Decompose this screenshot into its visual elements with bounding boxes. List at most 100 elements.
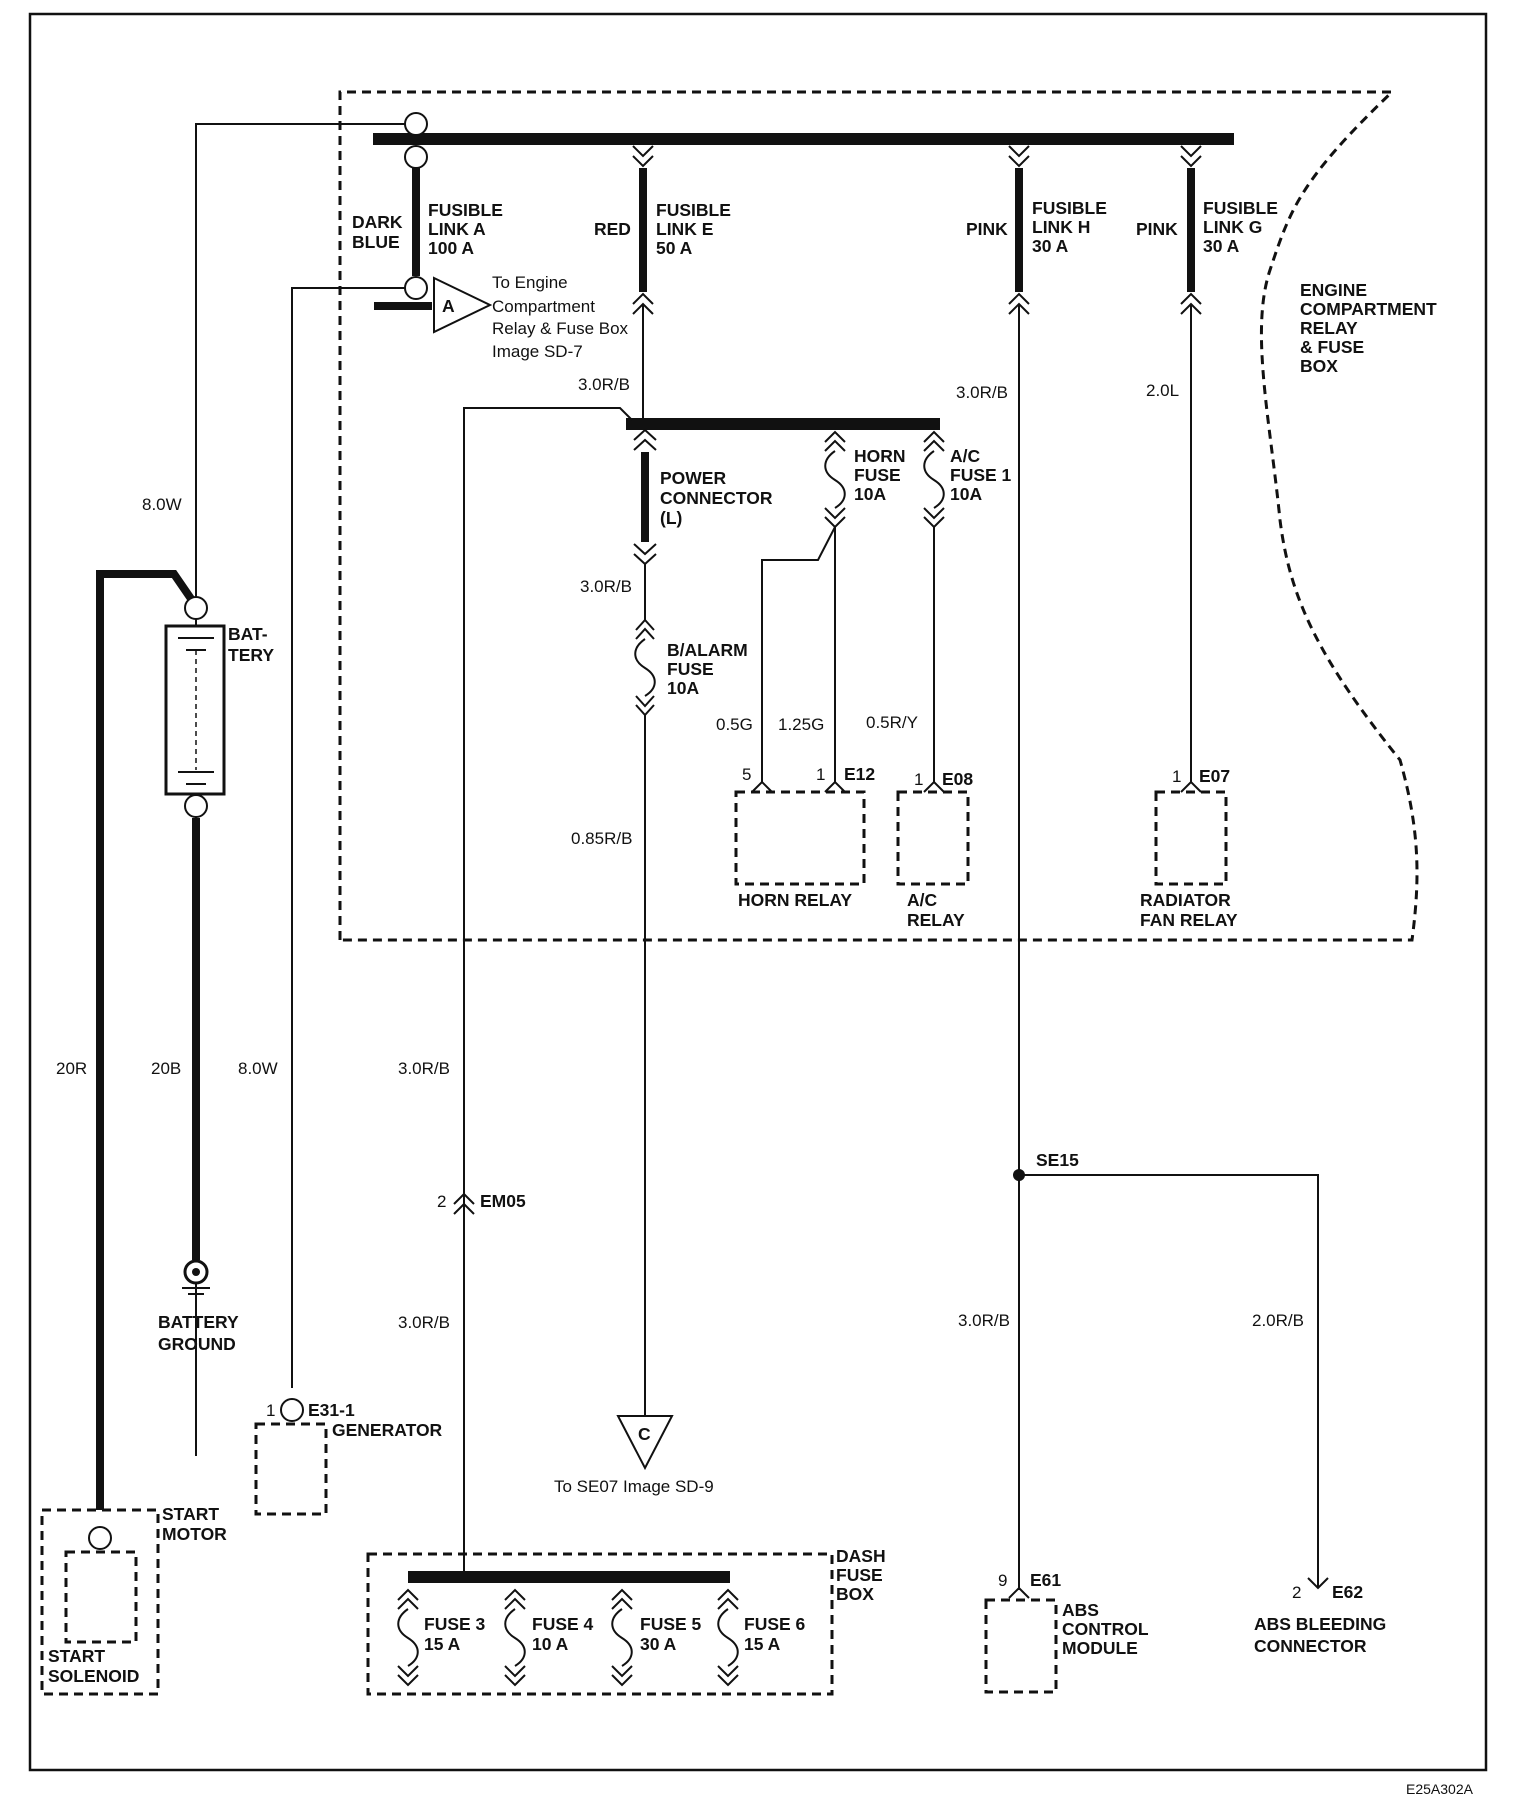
e62-connector (1307, 1577, 1329, 1590)
link-h-top-chevron (1008, 145, 1030, 158)
wire-05g-label: 0.5G (716, 715, 753, 734)
dash-fuse-box-outline (366, 1552, 834, 1696)
wire-30rb-lower-label: 3.0R/B (398, 1313, 450, 1332)
fuse4-label-2: 10 A (532, 1634, 569, 1654)
fusible-link-g-label-2: LINK G (1203, 217, 1262, 237)
conn-e08-label: E08 (942, 769, 973, 789)
red-label: RED (594, 219, 631, 239)
fusible-link-a-top-terminal (404, 145, 428, 169)
ac-relay-box (896, 790, 970, 886)
fuse6-label-1: FUSE 6 (744, 1614, 806, 1634)
fusible-link-a-bottom-terminal (404, 276, 428, 300)
fusible-link-e-label-1: FUSIBLE (656, 200, 731, 220)
conn-e62-label: E62 (1332, 1582, 1363, 1602)
link-g-top-chevron (1180, 145, 1202, 158)
em05-connector (453, 1202, 475, 1215)
wire-20rb-label: 2.0R/B (1252, 1311, 1304, 1330)
link-e-top-chevron (632, 145, 654, 158)
wire-20r-start-motor (96, 570, 200, 1510)
dark-blue-label-1: DARK (352, 212, 403, 232)
wire-085rb-label: 0.85R/B (571, 829, 632, 848)
battery-ground-label-1: BATTERY (158, 1312, 239, 1332)
link-e-bottom-chevron (632, 292, 654, 305)
abs-control-module-label-2: CONTROL (1062, 1619, 1149, 1639)
horn-fuse-label-1: HORN (854, 446, 906, 466)
abs-control-module-label-3: MODULE (1062, 1638, 1138, 1658)
engine-box-title-3: RELAY (1300, 318, 1358, 338)
fusible-link-h-label-2: LINK H (1032, 217, 1090, 237)
engine-box-title-1: ENGINE (1300, 280, 1367, 300)
connector-a-letter: A (442, 296, 455, 316)
fusible-link-a-label-1: FUSIBLE (428, 200, 503, 220)
e61-connector (1008, 1586, 1030, 1599)
start-solenoid-label-2: SOLENOID (48, 1666, 139, 1686)
dark-blue-label-2: BLUE (352, 232, 400, 252)
se15-label: SE15 (1036, 1150, 1079, 1170)
bus-input-terminal (404, 112, 428, 136)
to-se07-label: To SE07 Image SD-9 (554, 1477, 714, 1496)
wire-30rb-left-label: 3.0R/B (578, 375, 630, 394)
fuse6-label-2: 15 A (744, 1634, 781, 1654)
dash-fuse-box-label-1: DASH (836, 1546, 886, 1566)
conn-e07-label: E07 (1199, 766, 1230, 786)
battery-box (164, 624, 226, 796)
ac-fuse-label-2: FUSE 1 (950, 465, 1012, 485)
radiator-fan-relay-label-2: FAN RELAY (1140, 910, 1238, 930)
engine-box-title-5: BOX (1300, 356, 1338, 376)
to-engine-note-2: Compartment (492, 297, 595, 316)
fusible-link-g-label-3: 30 A (1203, 236, 1240, 256)
ac-fuse (923, 450, 945, 509)
conn-e31-label: E31-1 (308, 1400, 355, 1420)
radiator-fan-relay-label-1: RADIATOR (1140, 890, 1231, 910)
balarm-fuse-label-1: B/ALARM (667, 640, 748, 660)
connector-a-triangle (433, 276, 493, 334)
pin-1-e31-label: 1 (266, 1401, 275, 1420)
dash-fuse-box-label-2: FUSE (836, 1565, 883, 1585)
generator-terminal (280, 1398, 304, 1422)
horn-fuse (824, 450, 846, 509)
abs-bleeding-connector-label-1: ABS BLEEDING (1254, 1614, 1386, 1634)
pin-1-e07-label: 1 (1172, 767, 1181, 786)
pin-1-e08-label: 1 (914, 770, 923, 789)
wire-30rb-dash-fuse-box (463, 407, 633, 1573)
pin-2-e62-label: 2 (1292, 1583, 1301, 1602)
fusible-link-a-label-2: LINK A (428, 219, 486, 239)
abs-bleeding-connector-label-2: CONNECTOR (1254, 1636, 1367, 1656)
pink-h-label: PINK (966, 219, 1008, 239)
wire-20b-label: 20B (151, 1059, 181, 1078)
fusible-link-a-label-3: 100 A (428, 238, 474, 258)
battery-positive-terminal (184, 596, 208, 620)
pink-g-label: PINK (1136, 219, 1178, 239)
battery-ground-label-2: GROUND (158, 1334, 236, 1354)
start-solenoid-label-1: START (48, 1646, 105, 1666)
conn-em05-label: EM05 (480, 1191, 526, 1211)
to-engine-note-3: Relay & Fuse Box (492, 319, 629, 338)
generator-box (254, 1422, 328, 1516)
ac-relay-label-1: A/C (907, 890, 938, 910)
ac-fuse-label-1: A/C (950, 446, 981, 466)
fusible-link-h-label-1: FUSIBLE (1032, 198, 1107, 218)
pin-2-em05-label: 2 (437, 1192, 446, 1211)
start-motor-label-2: MOTOR (162, 1524, 227, 1544)
fuse3-label-1: FUSE 3 (424, 1614, 486, 1634)
conn-e12-label: E12 (844, 764, 875, 784)
wire-20r-label: 20R (56, 1059, 87, 1078)
pin-9-label: 9 (998, 1571, 1007, 1590)
engine-box-title-2: COMPARTMENT (1300, 299, 1437, 319)
wire-20l-label: 2.0L (1146, 381, 1179, 400)
fuse3-label-2: 15 A (424, 1634, 461, 1654)
engine-box-title-4: & FUSE (1300, 337, 1364, 357)
wire-20rb (1019, 1174, 1319, 1588)
battery-label-1: BAT- (228, 624, 268, 644)
balarm-fuse-label-2: FUSE (667, 659, 714, 679)
wire-30rb-h-label: 3.0R/B (956, 383, 1008, 402)
fuse5-label-2: 30 A (640, 1634, 677, 1654)
to-engine-note-1: To Engine (492, 273, 568, 292)
abs-control-module-label-1: ABS (1062, 1600, 1099, 1620)
conn-e61-label: E61 (1030, 1570, 1061, 1590)
fusible-link-e-label-2: LINK E (656, 219, 713, 239)
battery-negative-terminal (184, 794, 208, 818)
power-connector-label-3: (L) (660, 508, 682, 528)
start-motor-terminal (88, 1526, 112, 1550)
wire-05g (761, 526, 836, 782)
